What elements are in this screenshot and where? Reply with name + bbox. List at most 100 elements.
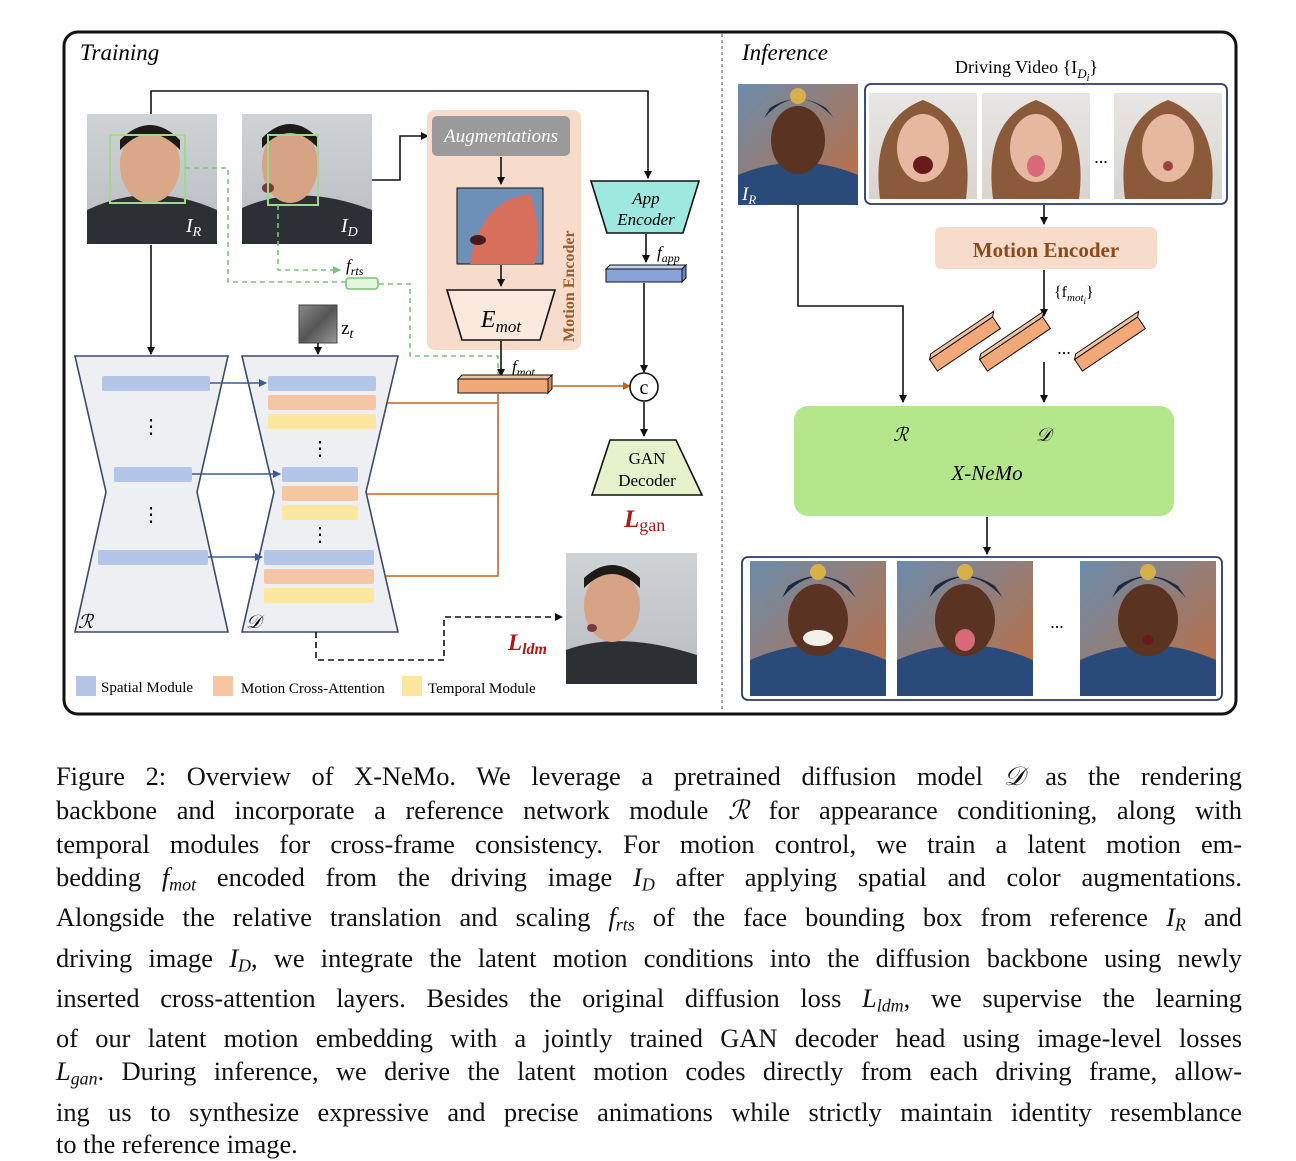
- xnemo-block: [794, 406, 1174, 516]
- rts-to-fmot-dashed: [379, 283, 499, 376]
- caption-line: ing us to synthesize expressive and prec…: [56, 1096, 1242, 1129]
- gan-decoder-line2: Decoder: [618, 471, 676, 490]
- caption-text: to the reference image.: [56, 1129, 298, 1160]
- caption-math: L: [862, 982, 877, 1013]
- dnet-temporal-1: [268, 414, 376, 429]
- legend-temporal: Temporal Module: [428, 681, 536, 697]
- caption-line: driving image ID, we integrate the laten…: [56, 942, 1242, 975]
- output-frames: [741, 556, 1223, 701]
- caption-text: temporal modules for cross-frame consist…: [56, 828, 1242, 859]
- driving-frame-1: [869, 93, 977, 199]
- fmot-token: [456, 373, 554, 395]
- inference-motion-encoder-label: Motion Encoder: [973, 238, 1119, 262]
- app-encoder-line1: App: [631, 189, 659, 208]
- drv-to-aug-arrow: [372, 132, 429, 181]
- inference-motion-encoder: [935, 227, 1157, 269]
- inference-reference-image: IR: [738, 84, 858, 207]
- caption-line: backbone and incorporate a reference net…: [56, 794, 1242, 828]
- dnet-spatial-2: [282, 467, 358, 482]
- caption-line: to the reference image.: [56, 1128, 1242, 1161]
- caption-text: Alongside the relative translation and s…: [56, 902, 609, 933]
- caption-math: I: [229, 942, 238, 973]
- legend-motion-swatch: [213, 676, 233, 696]
- refnet-spatial-2: [114, 467, 192, 482]
- fmot-to-d-bottom: [377, 394, 499, 580]
- inference-title: Inference: [741, 40, 828, 65]
- output-ellipsis: ...: [1050, 612, 1064, 632]
- ref-to-app-encoder-arrow: [150, 90, 652, 179]
- legend: Spatial Module Motion Cross-Attention Te…: [76, 676, 536, 697]
- caption-symbol: ℛ: [728, 794, 750, 826]
- emot-label: Emot: [480, 307, 522, 336]
- fmot-set-label: {fmoti}: [1054, 284, 1094, 306]
- output-frame-n: [1080, 561, 1216, 696]
- driving-frame-2: [982, 93, 1090, 199]
- frts-label: frts: [346, 256, 364, 278]
- dnet-vdots-1: ⋮: [310, 438, 330, 460]
- caption-text: Figure 2: Overview of X-NeMo. We leverag…: [56, 761, 1004, 791]
- frts-token: [345, 277, 379, 290]
- caption-text: , we supervise the learning: [903, 982, 1242, 1013]
- emot-encoder: [445, 289, 557, 341]
- app-encoder-line2: Encoder: [616, 210, 675, 229]
- motion-encoder-vertical-label: Motion Encoder: [561, 230, 578, 342]
- ref-to-xnemo-arrow: [797, 205, 907, 403]
- caption-text: after applying spatial and color augment…: [654, 861, 1243, 892]
- caption-math: I: [633, 861, 642, 892]
- caption-math: I: [1166, 902, 1175, 933]
- xnemo-d-label: 𝒟: [1036, 425, 1055, 446]
- training-panel: Training IR ID frts: [73, 40, 704, 697]
- motion-encoder-block: Augmentations Emot Motion Encoder: [427, 110, 581, 350]
- driving-ellipsis: ...: [1094, 147, 1108, 167]
- reference-image: IR: [87, 114, 217, 244]
- caption-text: ing us to synthesize expressive and prec…: [56, 1096, 1242, 1127]
- fapp-label: fapp: [657, 243, 680, 265]
- dnet-label: 𝒟: [246, 612, 265, 633]
- dnet-spatial-3: [264, 550, 374, 565]
- caption-line: of our latent motion embedding with a jo…: [56, 1022, 1242, 1055]
- caption-text: of the face bounding box from reference: [634, 902, 1167, 933]
- augmentations-box: [432, 116, 570, 156]
- svg-text:IR: IR: [741, 184, 756, 207]
- driving-frame-n: [1114, 93, 1222, 199]
- rts-dashed-ref: [185, 167, 346, 283]
- dnet-motion-1: [268, 395, 376, 410]
- noise-zt: [298, 304, 338, 344]
- token-ellipsis: ...: [1057, 338, 1071, 358]
- xnemo-r-label: ℛ: [893, 425, 910, 446]
- lldm-label: Lldm: [507, 630, 547, 658]
- xnemo-label: X-NeMo: [950, 461, 1022, 485]
- caption-line: inserted cross-attention layers. Besides…: [56, 982, 1242, 1016]
- lgan-label: Lgan: [623, 506, 665, 535]
- rts-dashed-drv: [277, 205, 341, 274]
- refnet-vdots-2: ⋮: [141, 504, 161, 526]
- svg-text:ID: ID: [340, 215, 358, 240]
- caption-text: bedding: [56, 861, 162, 892]
- caption-text: and: [1185, 902, 1243, 933]
- output-frame-1: [750, 561, 886, 696]
- legend-spatial: Spatial Module: [101, 680, 193, 696]
- driving-video-label: Driving Video {IDi}: [955, 57, 1098, 84]
- caption-line: Lgan. During inference, we derive the la…: [56, 1056, 1242, 1089]
- output-image: [566, 553, 697, 684]
- fapp-token: [604, 263, 688, 284]
- legend-spatial-swatch: [76, 676, 96, 696]
- caption-line: Alongside the relative translation and s…: [56, 902, 1243, 935]
- caption-text: . During inference, we derive the latent…: [97, 1056, 1242, 1087]
- figure-2: Training IR ID frts: [62, 30, 1238, 716]
- caption-line: bedding fmot encoded from the driving im…: [56, 861, 1243, 895]
- augmentations-label: Augmentations: [442, 126, 558, 147]
- driving-image: ID: [242, 114, 372, 244]
- figure-caption: Figure 2: Overview of X-NeMo. We leverag…: [56, 760, 1242, 1161]
- dnet-motion-3: [264, 569, 374, 584]
- refnet-label: ℛ: [78, 612, 95, 633]
- caption-text: driving image: [56, 942, 230, 973]
- legend-temporal-swatch: [402, 676, 422, 696]
- caption-text: , we integrate the latent motion conditi…: [250, 942, 1242, 973]
- refnet-spatial-3: [98, 550, 208, 565]
- caption-line: Figure 2: Overview of X-NeMo. We leverag…: [56, 760, 1242, 794]
- caption-symbol: 𝒟: [1003, 761, 1025, 792]
- legend-motion: Motion Cross-Attention: [241, 681, 385, 697]
- inference-panel: Inference Driving Video {IDi} IR ...: [738, 40, 1228, 701]
- driving-video-frame: [864, 83, 1228, 205]
